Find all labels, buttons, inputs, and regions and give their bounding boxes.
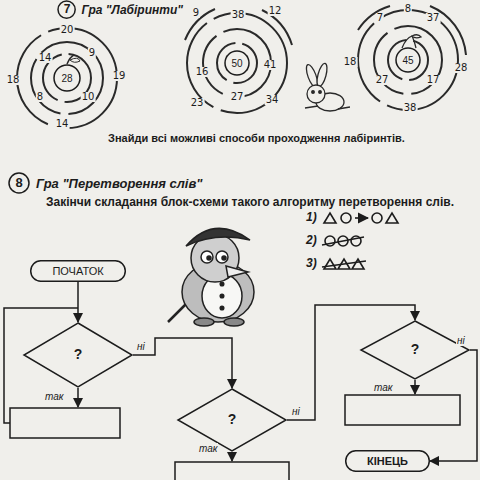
list-number: 3) (306, 257, 317, 271)
node-text: 50 (231, 58, 242, 69)
maze-number: 8 (36, 92, 44, 102)
maze-number: 14 (55, 119, 70, 129)
branch-label: ні (136, 341, 146, 352)
maze-number: 37 (426, 13, 441, 23)
maze-number: 17 (426, 75, 441, 85)
maze-number: 28 (454, 63, 469, 73)
exercise-heading: Гра "Перетворення слів" (36, 176, 202, 191)
maze-number: 19 (112, 71, 127, 81)
flow-yes-lines (4, 308, 415, 461)
decision-diamond: ? (177, 388, 287, 452)
circle-outline (225, 51, 249, 75)
terminal-box: ПОЧАТОК (30, 260, 126, 282)
list-number: 2) (306, 234, 317, 248)
maze-number: 12 (268, 6, 283, 16)
branch-label: так (374, 382, 393, 394)
node-text: 8 (15, 176, 22, 190)
maze-number: 38 (403, 103, 418, 113)
flow-connector (133, 338, 232, 388)
branch-label: ні (456, 335, 466, 346)
maze-number: 34 (265, 95, 280, 105)
node-text: ? (74, 347, 83, 362)
number-circle: 45 (395, 47, 421, 73)
number-circle: 50 (224, 50, 250, 76)
word-symbols (322, 213, 398, 269)
circle-outline (58, 1, 75, 18)
maze-number: 41 (263, 60, 278, 70)
node-text: 45 (402, 55, 413, 66)
rounded-outline (31, 261, 126, 282)
maze-number: 38 (231, 10, 246, 20)
maze-number: 27 (230, 92, 245, 102)
list-number: 1) (306, 211, 317, 225)
circle-outline (396, 48, 420, 72)
cherry-icon (402, 35, 421, 48)
rounded-outline (346, 451, 430, 472)
apple-icon (67, 55, 80, 64)
maze-number: 10 (81, 92, 96, 102)
decision-diamond: ? (23, 322, 133, 388)
maze-number: 18 (343, 57, 358, 67)
maze-number: 9 (88, 48, 96, 58)
maze-number: 18 (6, 75, 21, 85)
number-circle: 28 (53, 64, 81, 92)
penguin-guard (168, 228, 254, 326)
node-text: ? (411, 342, 420, 357)
maze-number: 27 (375, 75, 390, 85)
terminal-box: КІНЕЦЬ (345, 450, 430, 472)
node-text: ПОЧАТОК (52, 265, 103, 277)
circle-outline (54, 65, 80, 91)
maze-number: 23 (190, 98, 205, 108)
maze-number: 16 (195, 67, 210, 77)
branch-label: так (199, 443, 218, 455)
diamond-outline (24, 323, 132, 387)
maze-3 (358, 6, 466, 110)
instruction-text: Знайди всі можливі способи проходження л… (108, 132, 405, 145)
exercise-heading: Гра "Лабіринти" (81, 3, 183, 17)
diamond-outline (178, 389, 286, 451)
maze-number: 20 (60, 25, 75, 35)
circle-outline (9, 173, 29, 193)
branch-label: так (45, 391, 64, 403)
rabbit (304, 62, 350, 111)
maze-number: 14 (38, 53, 53, 63)
diamond-outline (361, 321, 469, 379)
branch-label: ні (291, 406, 301, 417)
flow-connector (77, 282, 79, 322)
number-circle: 7Гра "Лабіринти" (57, 0, 76, 19)
node-text: КІНЕЦЬ (367, 455, 408, 467)
maze-1 (17, 28, 117, 128)
instruction-text: Закінчи складання блок-схеми такого алго… (46, 195, 466, 209)
maze-2 (185, 9, 292, 113)
decision-diamond: ? (360, 320, 470, 380)
node-text: 28 (61, 73, 72, 84)
node-text: 7 (64, 3, 71, 16)
node-text: ? (228, 412, 237, 427)
number-circle: 8Гра "Перетворення слів" (8, 172, 30, 194)
maze-number: 9 (192, 8, 200, 18)
maze-number: 8 (404, 4, 412, 14)
maze-number: 7 (376, 13, 384, 23)
